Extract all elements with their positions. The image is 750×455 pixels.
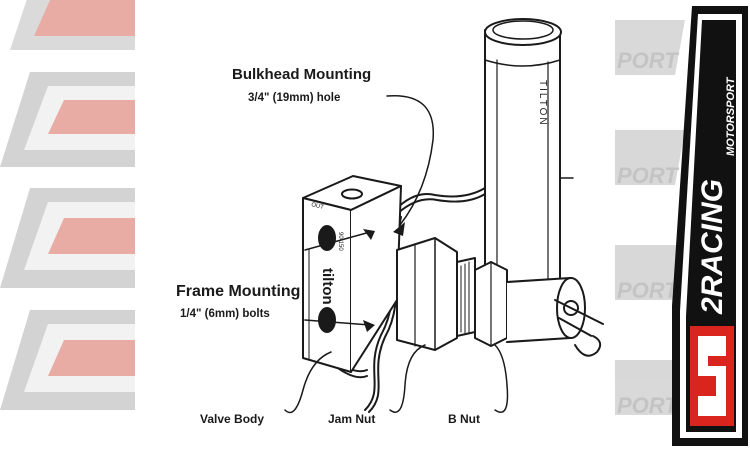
label-jam-nut: Jam Nut [328, 412, 376, 426]
right-watermark-strip: PORT PORT PORT PORT [615, 0, 750, 450]
label-bulkhead-mounting: Bulkhead Mounting [232, 66, 372, 83]
brand-name: 2RACING [696, 179, 729, 315]
valve-body-out-mark: OUT [311, 202, 325, 211]
valve-body [302, 175, 402, 373]
label-frame-mounting: Frame Mounting [176, 283, 301, 300]
label-b-nut: B Nut [448, 412, 480, 426]
brand-tag: MOTORSPORT [725, 76, 737, 156]
valve-body-brand-mark: tilton [319, 268, 336, 305]
pushrod-cylinder [506, 277, 604, 357]
brand-2-mark [690, 326, 734, 426]
jam-nut-leader [389, 344, 426, 413]
threaded-stem [456, 257, 476, 337]
bulkhead-leader [386, 94, 435, 226]
brand-logo-graphic: 2RACING MOTORSPORT [672, 6, 748, 446]
left-watermark-graphic [0, 0, 135, 410]
label-frame-bolts: 1/4" (6mm) bolts [180, 308, 270, 320]
b-nut-leader [494, 344, 509, 413]
watermark-port-4: PORT [617, 393, 679, 418]
diagram-panel: tilton 90-150 OUT TILTON [135, 0, 615, 450]
leader-lines [284, 94, 509, 414]
right-watermark-graphic: PORT PORT PORT PORT [615, 20, 685, 418]
jam-nut [396, 237, 458, 351]
frame-leader-top [304, 231, 371, 251]
label-valve-body: Valve Body [200, 412, 265, 426]
reservoir-brand-mark: TILTON [537, 80, 548, 127]
diagram-svg: tilton 90-150 OUT TILTON [284, 18, 604, 414]
valve-body-leader [284, 351, 332, 414]
arrow-heads [363, 222, 405, 332]
watermark-port-2: PORT [617, 163, 679, 188]
left-watermark-strip [0, 0, 135, 450]
label-bulkhead-hole: 3/4" (19mm) hole [248, 92, 341, 104]
brand-logo: 2RACING MOTORSPORT [672, 6, 748, 446]
watermark-port-1: PORT [617, 48, 679, 73]
watermark-port-3: PORT [617, 278, 679, 303]
b-nut [474, 261, 508, 347]
reservoir-tube [484, 18, 574, 295]
valve-body-code-mark: 90-150 [337, 232, 343, 251]
frame-leader-bottom [304, 319, 371, 326]
